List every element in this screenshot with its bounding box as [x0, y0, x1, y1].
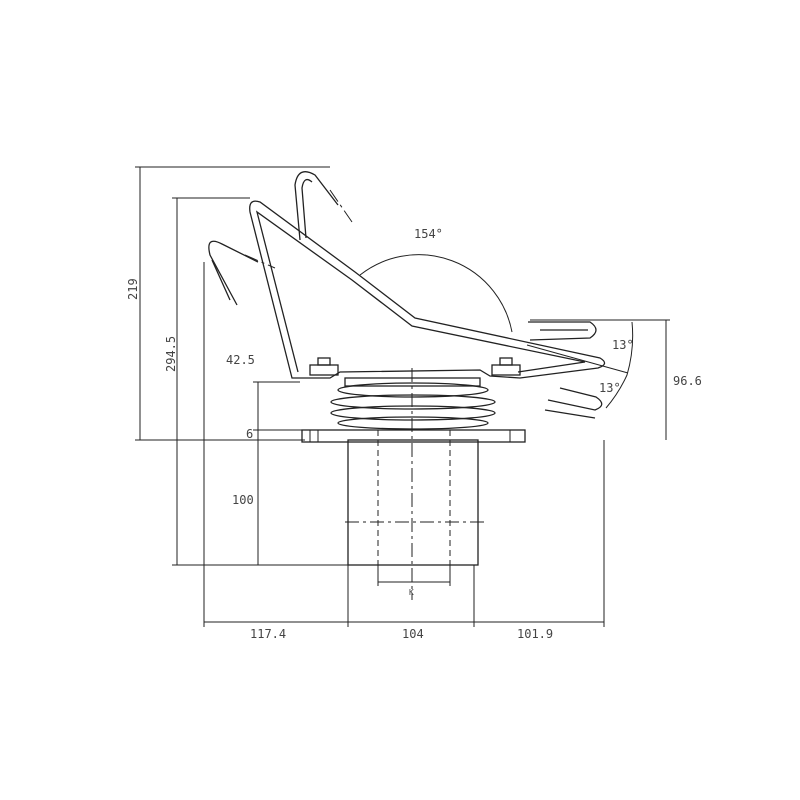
- dim-100: 100: [232, 493, 254, 507]
- seat-frame: [249, 200, 606, 379]
- dim-117-4: 117.4: [250, 627, 286, 641]
- dim-294-5: 294.5: [164, 336, 178, 372]
- angle-13-lower: 13°: [599, 381, 621, 395]
- mounting-flange: [301, 429, 526, 443]
- dim-k: K: [409, 588, 414, 597]
- dim-219: 219: [126, 278, 140, 300]
- dim-104: 104: [402, 627, 424, 641]
- angle-13-upper: 13°: [612, 338, 634, 352]
- dim-101-9: 101.9: [517, 627, 553, 641]
- bellows: [330, 377, 496, 430]
- dim-6: 6: [246, 427, 253, 441]
- dimension-lines: [135, 166, 670, 627]
- dim-96-6: 96.6: [673, 374, 702, 388]
- adjustment-hooks: [208, 171, 603, 419]
- dim-42-5: 42.5: [226, 353, 255, 367]
- angle-154: 154°: [414, 227, 443, 241]
- base-cylinder: [345, 368, 488, 600]
- dimension-labels: 219 294.5 42.5 6 100 117.4 104 101.9 154…: [126, 227, 702, 641]
